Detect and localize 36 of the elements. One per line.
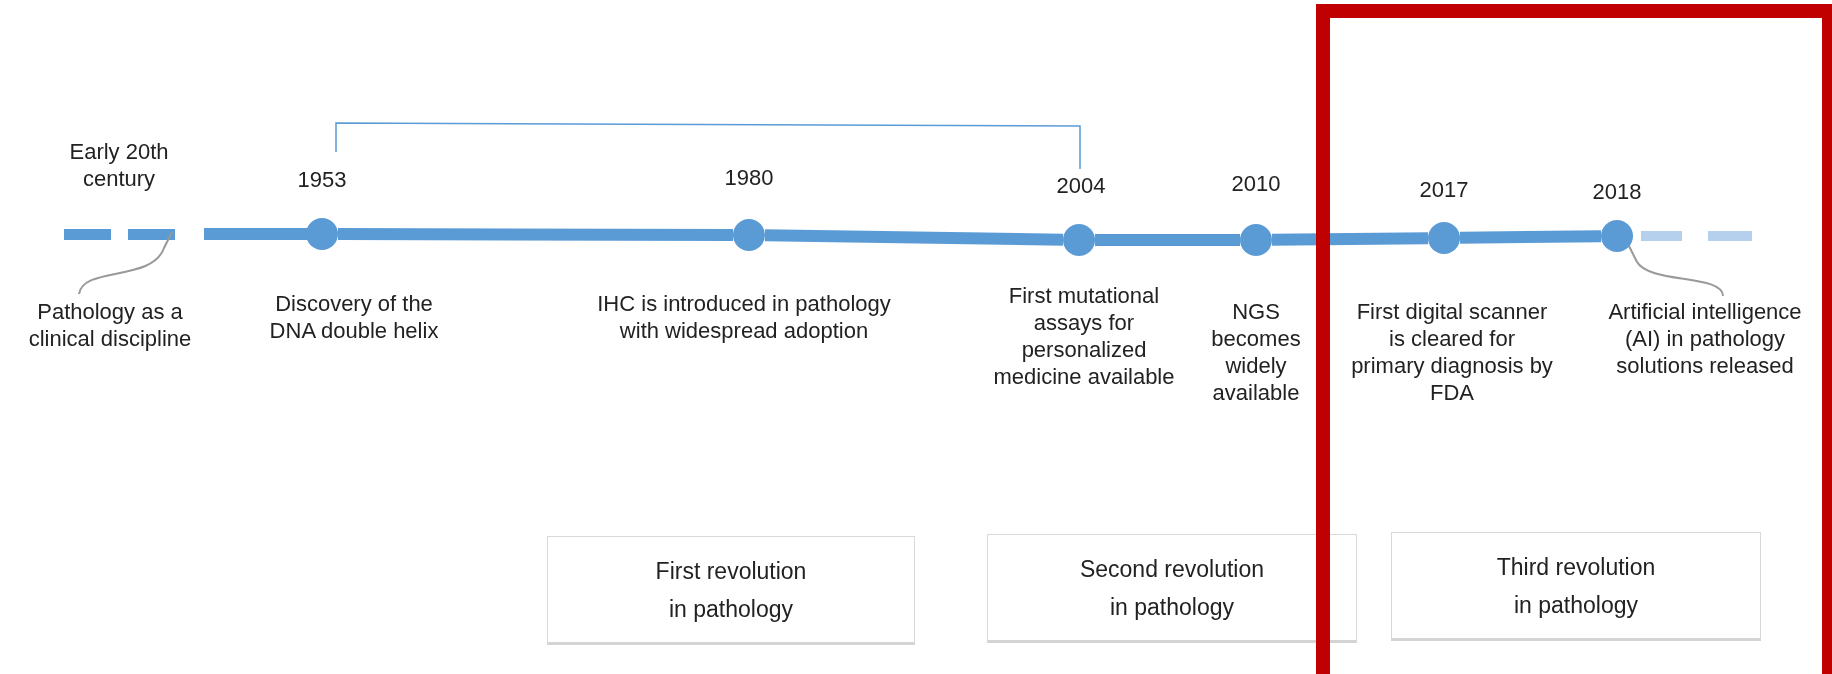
timeline-segment <box>338 228 733 241</box>
date-label: 2004 <box>1055 172 1107 199</box>
event-description: First digital scanner is cleared for primary diagnosis by FDA <box>1350 298 1554 406</box>
era-box <box>547 536 915 645</box>
date-label: 2018 <box>1591 178 1643 205</box>
timeline-dot <box>1428 222 1460 254</box>
timeline-dot <box>733 219 765 251</box>
era-box <box>1391 532 1761 641</box>
era-label: in pathology <box>1513 590 1638 620</box>
era-box <box>987 534 1357 643</box>
date-label: 1980 <box>723 164 775 191</box>
timeline-dot <box>1601 220 1633 252</box>
era-label: in pathology <box>1109 592 1234 622</box>
era-label: Third revolution <box>1496 552 1656 582</box>
date-label: 1953 <box>296 166 348 193</box>
date-label: 2010 <box>1230 170 1282 197</box>
date-label: Early 20th century <box>68 138 170 192</box>
timeline-segment <box>764 229 1064 246</box>
event-description: Artificial intelligence (AI) in pathology solutions released <box>1607 298 1803 379</box>
era-label: Second revolution <box>1079 554 1265 584</box>
event-description: IHC is introduced in pathology with widespread adoption <box>596 290 892 344</box>
event-description: Discovery of the DNA double helix <box>268 290 440 344</box>
era-label: in pathology <box>668 594 793 624</box>
leader-line <box>1627 244 1724 297</box>
timeline-segment <box>1459 230 1602 244</box>
event-description: Pathology as a clinical discipline <box>10 298 210 352</box>
timeline-dot <box>306 218 338 250</box>
event-description: First mutational assays for personalized medicine available <box>992 282 1176 390</box>
timeline-dot <box>1240 224 1272 256</box>
leader-line <box>78 231 173 295</box>
timeline-segment <box>1095 234 1240 246</box>
era-label: First revolution <box>655 556 807 586</box>
date-label: 2017 <box>1418 176 1470 203</box>
event-description: NGS becomes widely available <box>1210 298 1302 406</box>
timeline-segment <box>1271 232 1429 246</box>
timeline-dot <box>1063 224 1095 256</box>
